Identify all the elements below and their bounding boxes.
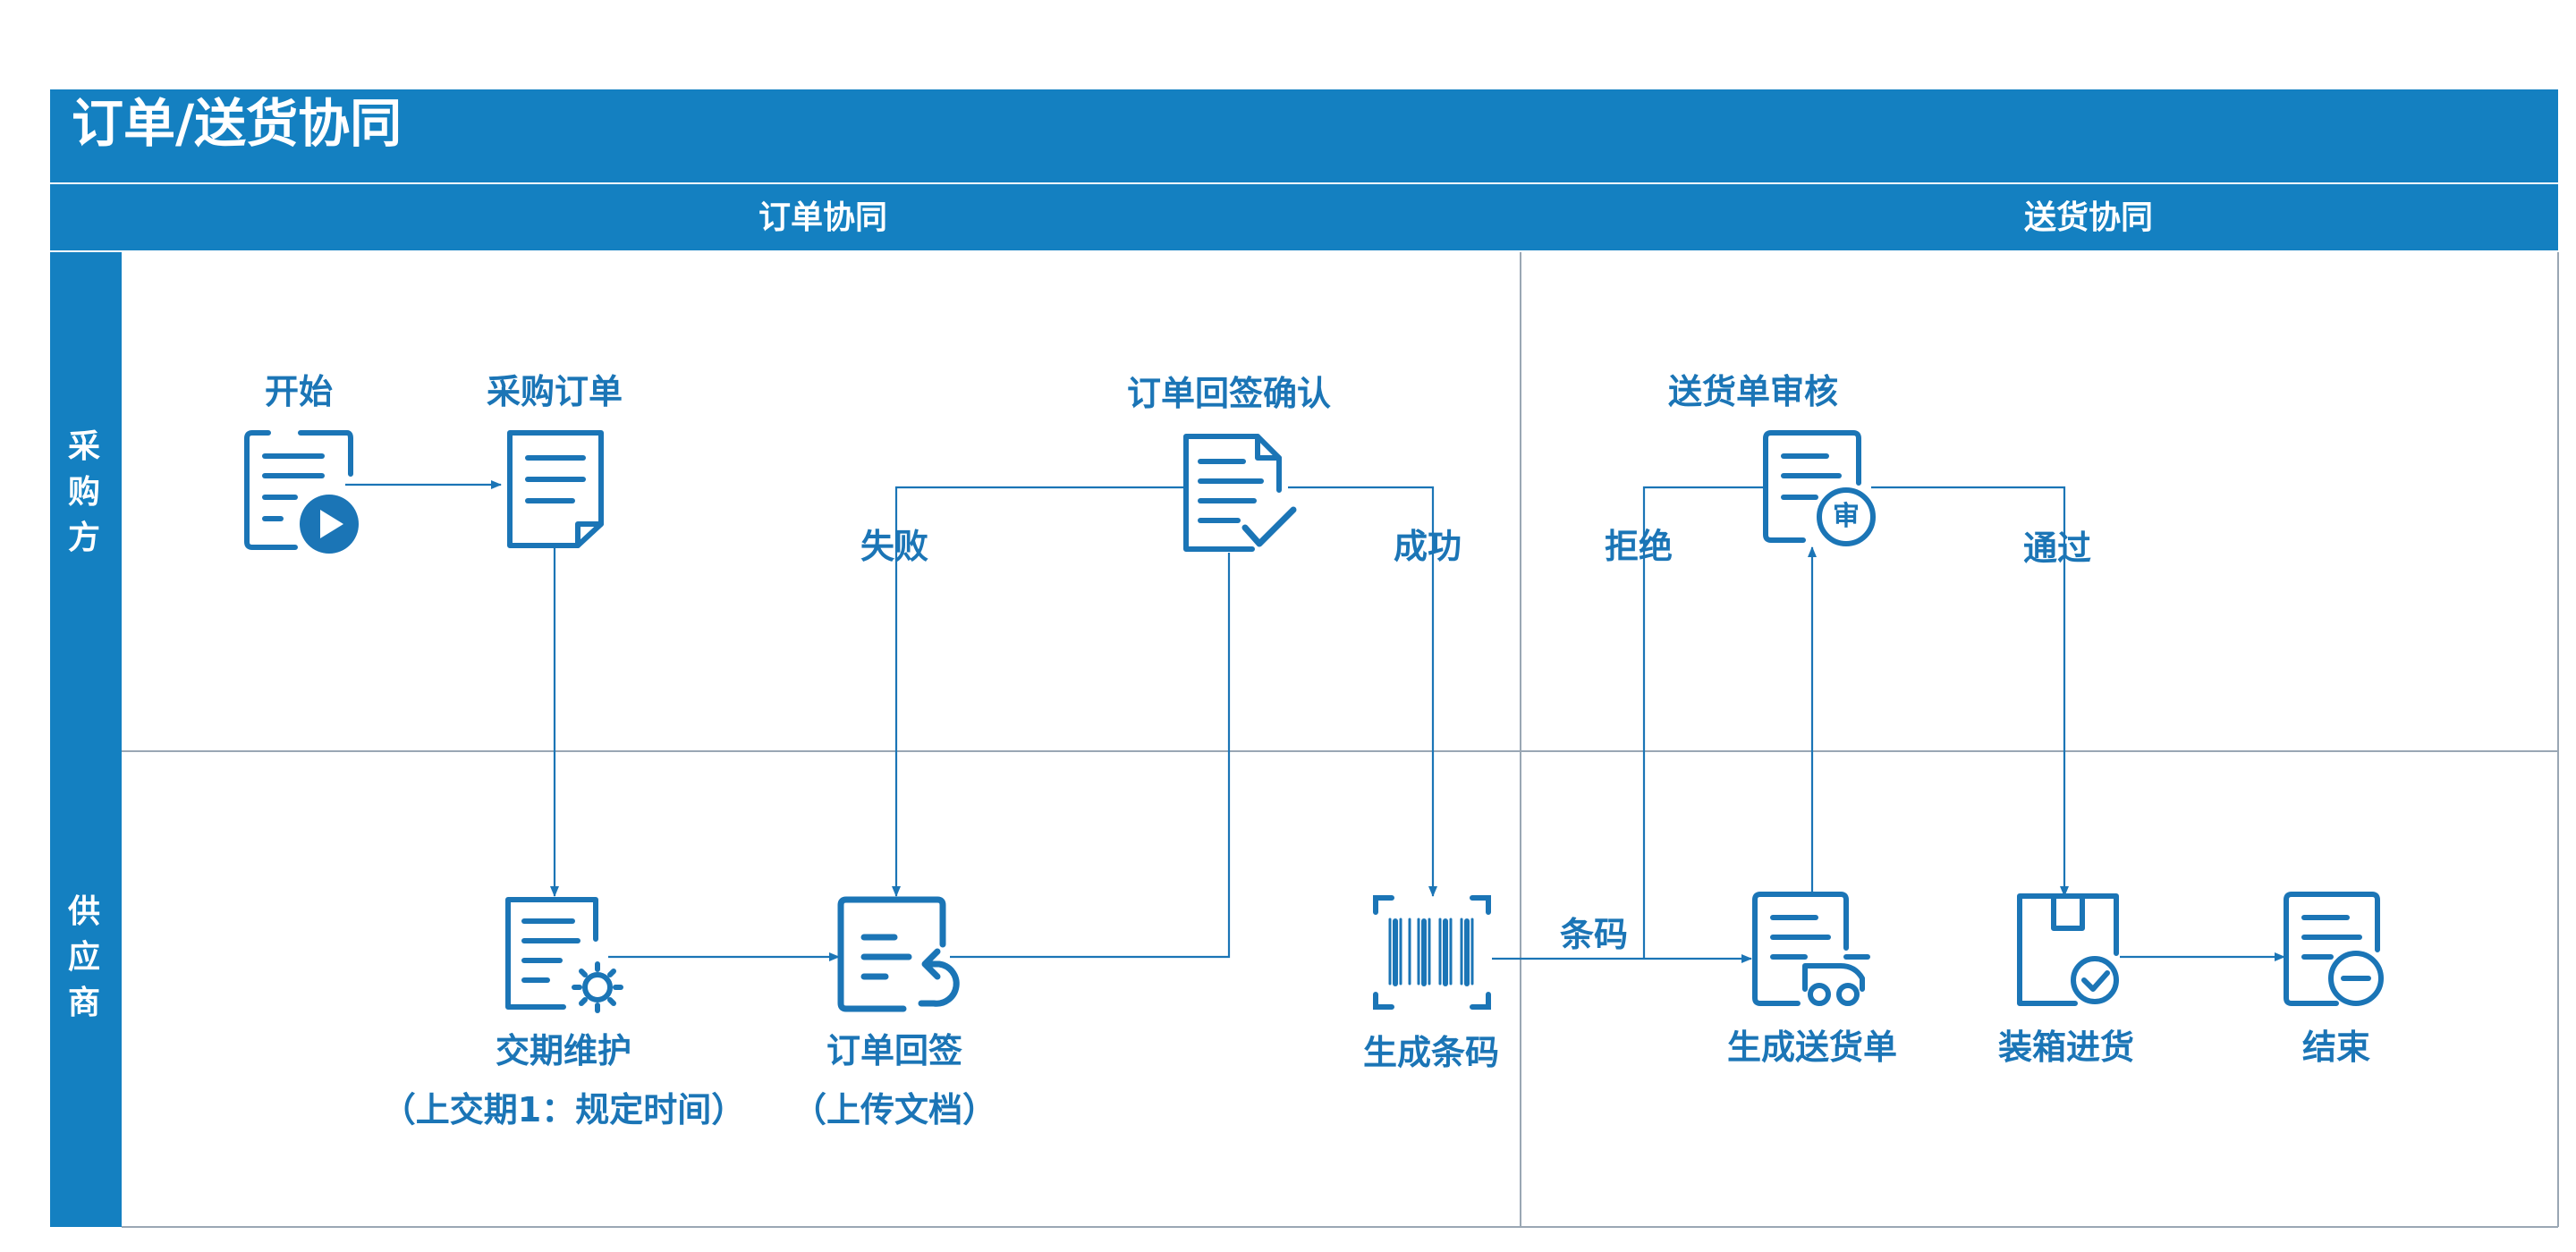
lane-grid — [122, 252, 2559, 1228]
edge-confirm-success — [1288, 486, 1437, 897]
node-date-maint-sublabel: （上交期1：规定时间） — [381, 1090, 746, 1129]
document-play-icon — [244, 430, 359, 554]
edge-signback-to-confirm — [950, 553, 1231, 959]
lane-label-purchaser-1: 采 — [67, 428, 100, 465]
edge-review-reject — [1642, 486, 1767, 959]
column-header-bar — [50, 184, 2558, 250]
document-gear-icon — [505, 897, 623, 1013]
connectors — [345, 480, 2285, 963]
lane-label-supplier-1: 供 — [67, 893, 100, 930]
barcode-icon — [1373, 895, 1491, 1010]
edge-label-reject: 拒绝 — [1605, 527, 1674, 566]
lane-label-supplier-2: 应 — [67, 939, 100, 976]
title-bar — [50, 89, 2558, 182]
document-check-icon — [1183, 434, 1297, 552]
node-date-maint-label: 交期维护 — [495, 1031, 631, 1070]
edge-review-pass — [1871, 486, 2069, 897]
node-end-label: 结束 — [2301, 1028, 2370, 1067]
document-review-icon — [1763, 430, 1876, 546]
edge-label-fail: 失败 — [860, 527, 929, 566]
edge-label-pass: 通过 — [2023, 529, 2092, 568]
edge-confirm-fail — [892, 486, 1186, 897]
edge-label-success: 成功 — [1394, 527, 1462, 566]
column-header-delivery: 送货协同 — [2023, 199, 2153, 236]
node-delivery-review-label: 送货单审核 — [1667, 372, 1838, 411]
node-signback-label: 订单回签 — [826, 1031, 962, 1070]
lane-label-supplier-3: 商 — [67, 985, 100, 1021]
node-signback-confirm-label: 订单回签确认 — [1126, 374, 1331, 413]
node-delivery-note-label: 生成送货单 — [1726, 1028, 1897, 1067]
box-check-icon — [2017, 893, 2119, 1006]
column-header-order: 订单协同 — [758, 199, 887, 236]
document-minus-icon — [2284, 892, 2384, 1006]
lane-label-purchaser-2: 购 — [67, 474, 100, 511]
lane-label-purchaser-3: 方 — [67, 520, 100, 556]
node-barcode-label: 生成条码 — [1362, 1033, 1499, 1072]
lane-header-bar — [50, 252, 122, 1227]
node-purchase-order-label: 采购订单 — [486, 372, 623, 411]
document-icon — [507, 430, 604, 548]
review-badge: 审 — [1833, 501, 1860, 532]
node-packing-label: 装箱进货 — [1997, 1028, 2134, 1067]
document-truck-icon — [1752, 892, 1870, 1006]
node-start-label: 开始 — [264, 372, 333, 411]
diagram-title: 订单/送货协同 — [72, 93, 402, 154]
edge-label-barcode: 条码 — [1560, 915, 1629, 954]
document-return-icon — [837, 896, 960, 1012]
node-signback-sublabel: （上传文档） — [792, 1090, 996, 1129]
